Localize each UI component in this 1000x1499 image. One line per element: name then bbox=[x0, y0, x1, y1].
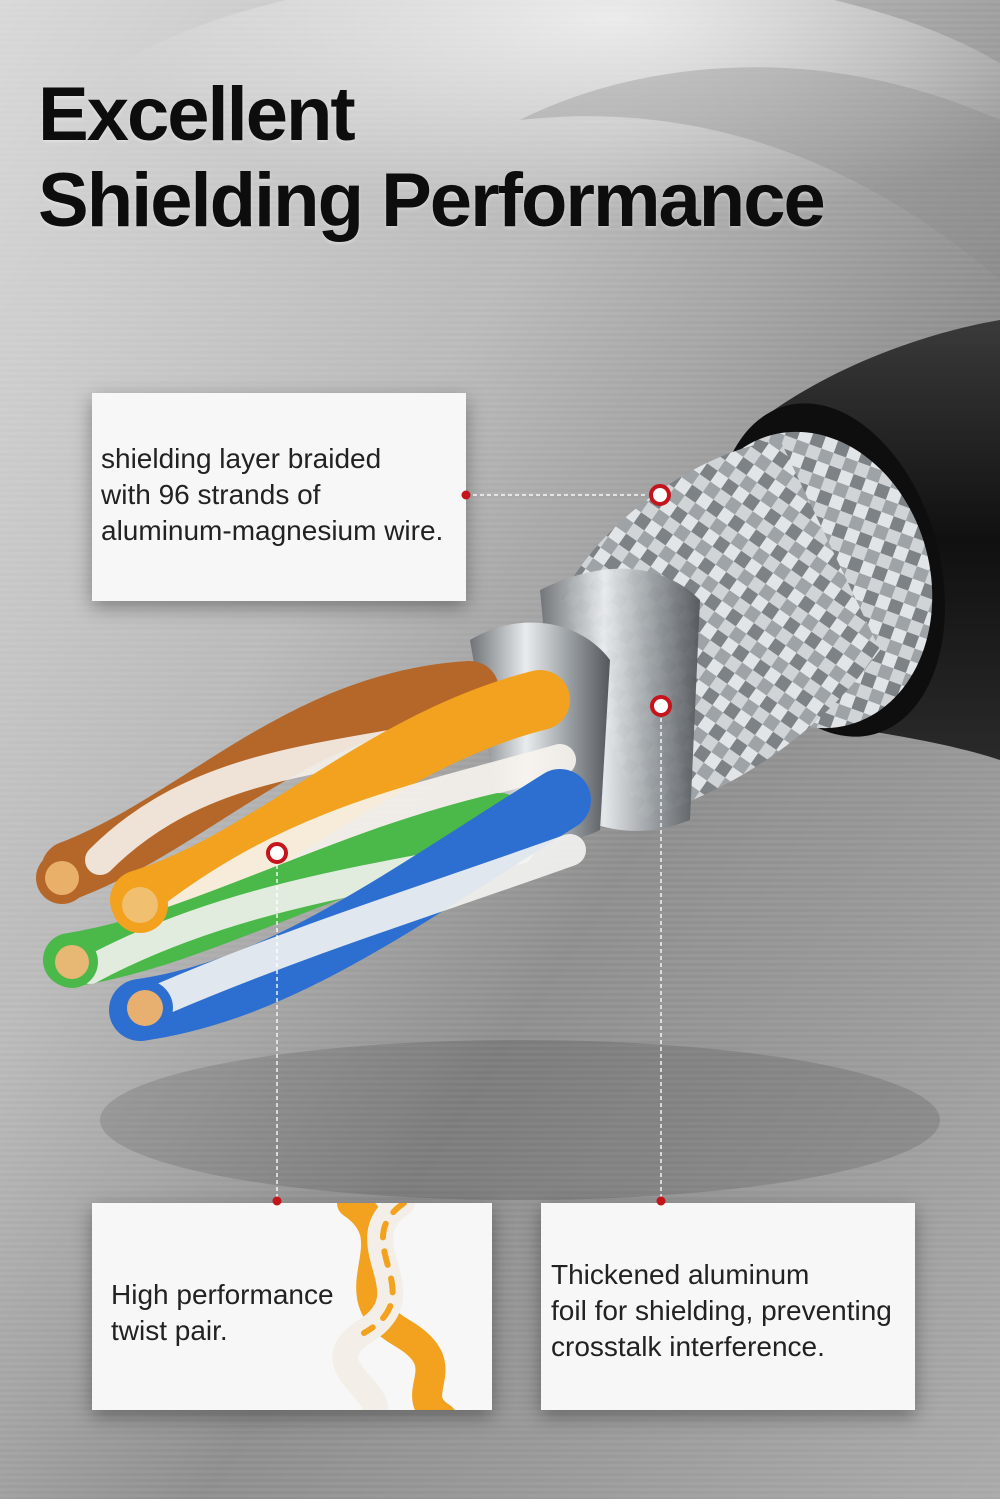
title-line-2: Shielding Performance bbox=[38, 158, 826, 243]
braid-callout-line-2: with 96 strands of bbox=[101, 479, 321, 510]
braid-callout-line-1: shielding layer braided bbox=[101, 443, 382, 474]
braid-callout-card: shielding layer braided with 96 strands … bbox=[92, 393, 466, 601]
page-title: Excellent Shielding Performance bbox=[38, 72, 826, 244]
twist-callout-line-2: twist pair. bbox=[111, 1315, 228, 1346]
twist-callout-line-1: High performance bbox=[111, 1279, 334, 1310]
foil-callout-line-3: crosstalk interference. bbox=[551, 1331, 825, 1362]
foil-callout-card: Thickened aluminum foil for shielding, p… bbox=[541, 1203, 915, 1410]
braid-callout-text: shielding layer braided with 96 strands … bbox=[101, 441, 443, 549]
foil-callout-line-1: Thickened aluminum bbox=[551, 1259, 810, 1290]
braid-callout-line-3: aluminum-magnesium wire. bbox=[101, 515, 444, 546]
twist-callout-text: High performance twist pair. bbox=[111, 1277, 334, 1349]
twist-callout-card: High performance twist pair. bbox=[92, 1203, 492, 1410]
foil-callout-line-2: foil for shielding, preventing bbox=[551, 1295, 892, 1326]
twist-pair-thumbnail bbox=[332, 1203, 455, 1410]
foil-callout-text: Thickened aluminum foil for shielding, p… bbox=[551, 1257, 892, 1365]
title-line-1: Excellent bbox=[38, 72, 356, 157]
